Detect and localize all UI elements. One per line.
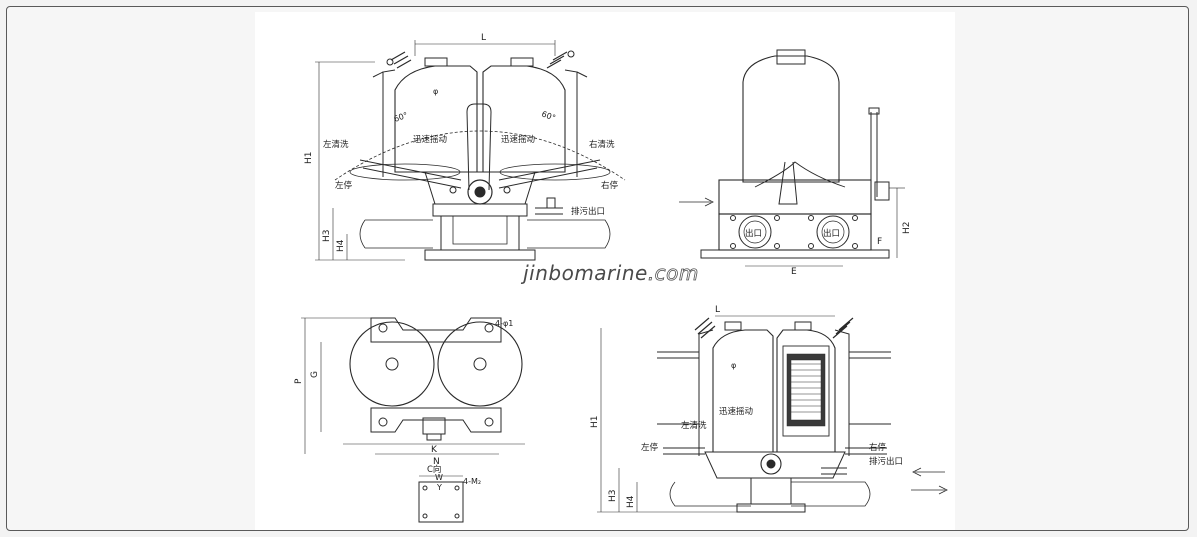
- technical-drawing: L H1 H3 H4 60° 60° φ 迅速摇动 迅速摇动 左清洗 右清洗 左…: [294, 33, 948, 523]
- top-dim-k: K: [431, 445, 438, 455]
- section-dim-h4: H4: [626, 495, 636, 508]
- watermark-main: jinbomarine: [523, 261, 648, 285]
- top-dim-g: G: [310, 371, 320, 378]
- side-dim-f: F: [877, 237, 882, 247]
- front-dim-h1: H1: [304, 152, 314, 165]
- front-rapid-shake-right: 迅速摇动: [501, 134, 536, 145]
- section-stop-left: 左停: [641, 442, 659, 453]
- top-view: [301, 317, 525, 523]
- front-phi: φ: [433, 87, 438, 96]
- c-dim-y: Y: [436, 483, 442, 492]
- front-dim-h3: H3: [322, 230, 332, 243]
- section-view: [597, 315, 948, 513]
- section-drain-outlet: 排污出口: [869, 456, 903, 467]
- section-clean-left: 左清洗: [681, 420, 707, 431]
- top-dim-p: P: [294, 378, 304, 384]
- c-view-label: C向: [427, 464, 441, 475]
- section-stop-right: 右停: [869, 442, 887, 453]
- c-bolts: 4-M₂: [463, 477, 481, 486]
- front-drain-outlet: 排污出口: [571, 206, 605, 217]
- side-dim-e: E: [791, 267, 797, 277]
- front-dim-h4: H4: [336, 239, 346, 252]
- front-angle-right: 60°: [540, 109, 556, 122]
- side-outlet-left: 出口: [745, 228, 762, 239]
- front-clean-left: 左清洗: [323, 139, 349, 150]
- side-view: [679, 49, 905, 267]
- section-rapid-shake: 迅速摇动: [719, 406, 754, 417]
- side-outlet-right: 出口: [823, 228, 840, 239]
- drawing-sheet: L H1 H3 H4 60° 60° φ 迅速摇动 迅速摇动 左清洗 右清洗 左…: [255, 12, 955, 530]
- watermark: jinbomarine.com: [491, 261, 731, 286]
- section-dim-l: L: [715, 305, 720, 315]
- front-rapid-shake-left: 迅速摇动: [413, 134, 448, 145]
- image-frame: L H1 H3 H4 60° 60° φ 迅速摇动 迅速摇动 左清洗 右清洗 左…: [6, 6, 1189, 531]
- section-dim-h3: H3: [608, 490, 618, 503]
- section-phi: φ: [731, 361, 736, 370]
- front-stop-left: 左停: [335, 180, 353, 191]
- front-view: [315, 40, 626, 261]
- front-clean-right: 右清洗: [589, 139, 615, 150]
- top-dim-n: N: [433, 457, 440, 467]
- c-dim-w: W: [435, 473, 443, 482]
- top-holes: 4-φ1: [495, 319, 513, 328]
- watermark-suffix: .com: [647, 261, 699, 286]
- section-dim-h1: H1: [590, 416, 600, 429]
- front-dim-l: L: [481, 33, 486, 43]
- side-dim-h2: H2: [902, 222, 912, 235]
- front-stop-right: 右停: [601, 180, 619, 191]
